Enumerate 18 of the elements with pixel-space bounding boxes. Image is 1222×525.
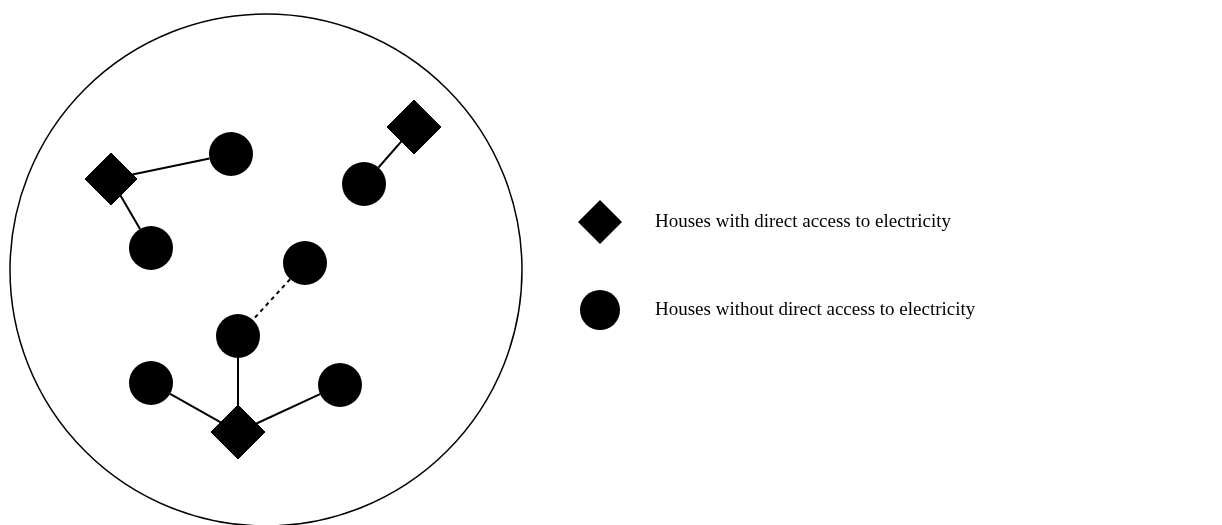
legend-text: Houses without direct access to electricity bbox=[655, 298, 976, 320]
connector-line bbox=[119, 194, 141, 230]
house-diamond bbox=[211, 405, 265, 459]
house-circle bbox=[342, 162, 386, 206]
connector-line bbox=[377, 140, 403, 169]
connector-line bbox=[237, 357, 239, 406]
house-diamond bbox=[387, 100, 441, 154]
house-circle bbox=[318, 363, 362, 407]
house-circle bbox=[129, 226, 173, 270]
connector-line bbox=[169, 392, 222, 424]
house-diamond bbox=[85, 153, 137, 205]
house-circle bbox=[129, 361, 173, 405]
legend-text: Houses with direct access to electricity bbox=[655, 210, 951, 232]
connector-line bbox=[255, 393, 321, 425]
house-circle bbox=[216, 314, 260, 358]
connector-line bbox=[131, 157, 211, 176]
house-circle bbox=[209, 132, 253, 176]
house-circle bbox=[283, 241, 327, 285]
